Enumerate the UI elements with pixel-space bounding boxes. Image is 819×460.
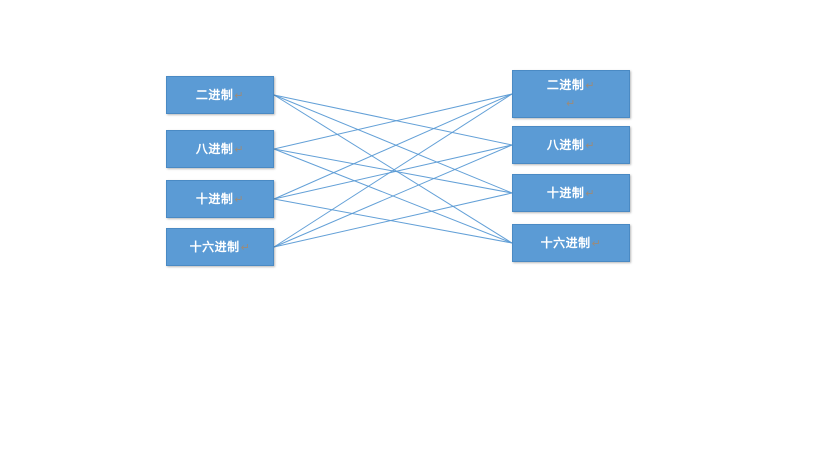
node-label: 二进制↵ [196, 88, 244, 103]
paragraph-mark-icon: ↵ [585, 139, 596, 152]
node-label-text: 八进制 [195, 141, 234, 156]
connector-l3-to-r4[interactable] [273, 198, 513, 244]
connector-l3-to-r2[interactable] [273, 144, 513, 200]
node-label-text: 十进制 [546, 185, 585, 200]
node-label-text: 八进制 [546, 137, 585, 152]
node-label: 十进制↵ [547, 186, 595, 201]
node-label-text: 十进制 [195, 191, 234, 206]
paragraph-mark-icon: ↵ [585, 79, 596, 92]
paragraph-mark-icon: ↵ [591, 237, 602, 250]
node-label: 八进制↵ [196, 142, 244, 157]
paragraph-mark-icon-second-line: ↵ [566, 97, 576, 110]
node-label-text: 二进制 [195, 87, 234, 102]
node-label-text: 十六进制 [189, 239, 240, 254]
connector-l1-to-r3[interactable] [273, 94, 513, 194]
connector-l1-to-r2[interactable] [273, 94, 513, 146]
node-label-text: 二进制 [546, 77, 585, 92]
node-label: 十进制↵ [196, 192, 244, 207]
node-box-right-2[interactable]: 八进制↵ [512, 126, 630, 164]
paragraph-mark-icon: ↵ [585, 187, 596, 200]
connector-l2-to-r4[interactable] [273, 148, 513, 244]
connector-l2-to-r1[interactable] [273, 93, 513, 150]
node-box-right-4[interactable]: 十六进制↵ [512, 224, 630, 262]
connector-l3-to-r1[interactable] [273, 93, 513, 200]
node-box-left-1[interactable]: 二进制↵ [166, 76, 274, 114]
paragraph-mark-icon: ↵ [234, 89, 245, 102]
connector-l4-to-r1[interactable] [273, 93, 513, 248]
paragraph-mark-icon: ↵ [240, 241, 251, 254]
node-label: 二进制↵ [547, 78, 595, 93]
connector-l4-to-r2[interactable] [273, 144, 513, 248]
node-box-left-4[interactable]: 十六进制↵ [166, 228, 274, 266]
node-box-right-1[interactable]: 二进制↵↵ [512, 70, 630, 118]
connector-l4-to-r3[interactable] [273, 192, 513, 248]
node-label: 十六进制↵ [541, 236, 602, 251]
node-box-left-3[interactable]: 十进制↵ [166, 180, 274, 218]
paragraph-mark-icon: ↵ [234, 193, 245, 206]
node-box-right-3[interactable]: 十进制↵ [512, 174, 630, 212]
node-box-left-2[interactable]: 八进制↵ [166, 130, 274, 168]
node-label-text: 十六进制 [540, 235, 591, 250]
connector-l2-to-r3[interactable] [273, 148, 513, 194]
paragraph-mark-icon: ↵ [234, 143, 245, 156]
node-label: 八进制↵ [547, 138, 595, 153]
node-label: 十六进制↵ [190, 240, 251, 255]
connector-l1-to-r4[interactable] [273, 94, 513, 244]
